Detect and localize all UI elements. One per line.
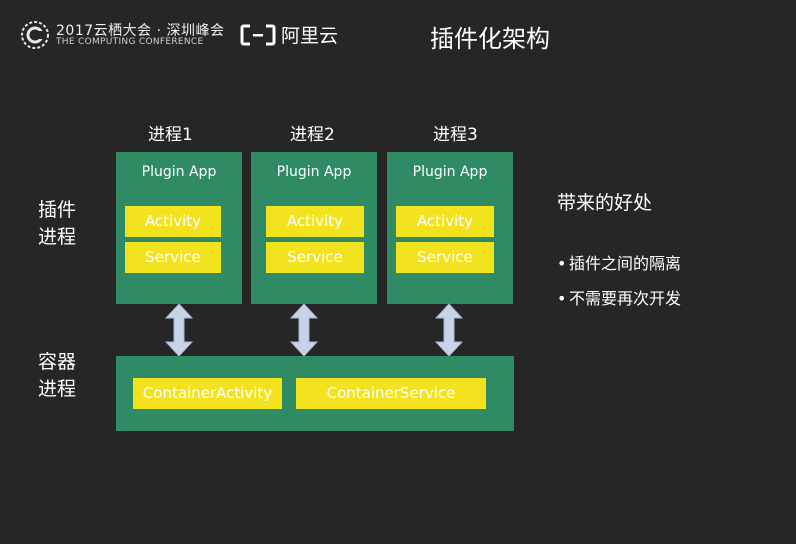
benefit-item-text: 不需要再次开发 [569,289,682,308]
plugin-app-title: Plugin App [412,164,488,180]
container-process-label-line2: 进程 [38,378,77,400]
plugin-app-title: Plugin App [141,164,217,180]
benefit-item: •插件之间的隔离 [557,250,681,274]
bullet-icon: • [557,289,567,308]
plugin-process-label: 插件 进程 [38,197,76,251]
double-arrow-icon-2 [290,303,318,357]
process-3-label: 进程3 [433,125,478,145]
benefit-item-text: 插件之间的隔离 [569,254,682,273]
plugin-app-box-2: Plugin App Activity Service [251,152,377,304]
double-arrow-icon-1 [165,303,193,357]
plugin-process-label-line1: 插件 [38,199,77,221]
conference-title: 2017云栖大会 · 深圳峰会 [56,23,225,39]
conference-subtitle: THE COMPUTING CONFERENCE [56,37,204,47]
activity-chip: Activity [266,206,364,237]
activity-chip: Activity [125,206,221,237]
double-arrow-icon-3 [435,303,463,357]
cloud-conference-logo-icon [21,21,49,49]
container-process-box: ContainerActivity ContainerService [116,356,514,431]
container-process-label: 容器 进程 [38,349,76,403]
plugin-app-title: Plugin App [276,164,352,180]
activity-chip: Activity [396,206,494,237]
brand-name: 阿里云 [281,25,339,47]
container-service-chip: ContainerService [296,378,486,409]
service-chip: Service [396,242,494,273]
benefit-item: •不需要再次开发 [557,285,681,309]
slide-title: 插件化架构 [430,25,550,53]
plugin-app-box-1: Plugin App Activity Service [116,152,242,304]
benefits-title: 带来的好处 [557,192,653,214]
service-chip: Service [266,242,364,273]
service-chip: Service [125,242,221,273]
container-process-label-line1: 容器 [38,351,77,373]
process-2-label: 进程2 [290,125,335,145]
process-1-label: 进程1 [148,125,193,145]
aliyun-logo-icon [240,24,276,46]
plugin-app-box-3: Plugin App Activity Service [387,152,513,304]
container-activity-chip: ContainerActivity [133,378,282,409]
plugin-process-label-line2: 进程 [38,226,77,248]
bullet-icon: • [557,254,567,273]
